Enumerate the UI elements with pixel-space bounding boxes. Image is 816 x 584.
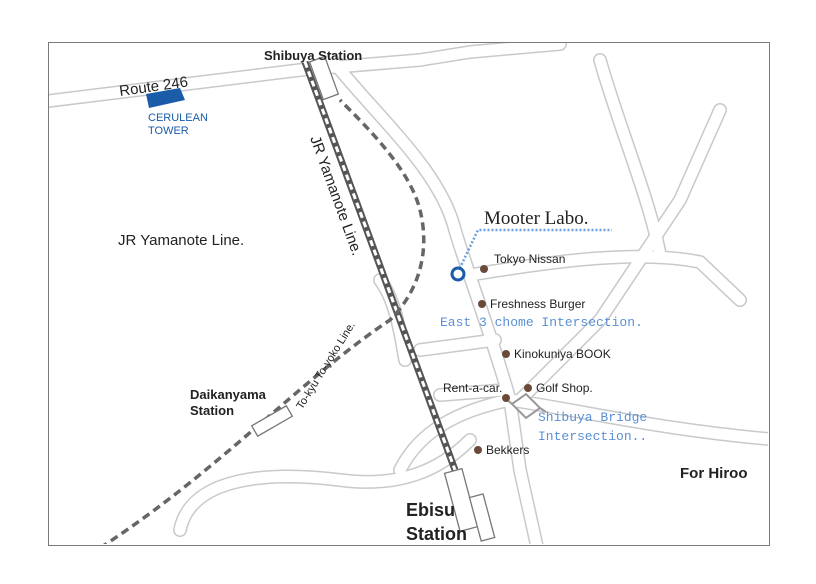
- poi-dot-rent-a-car: [502, 394, 510, 402]
- poi-dot-freshness-burger: [478, 300, 486, 308]
- poi-bekkers: Bekkers: [486, 443, 529, 457]
- poi-dot-tokyo-nissan: [480, 265, 488, 273]
- roads: [49, 43, 768, 544]
- poi-dot-kinokuniya: [502, 350, 510, 358]
- for-hiroo-label: For Hiroo: [680, 465, 748, 482]
- station-platforms: [250, 55, 496, 542]
- shibuya-station-label: Shibuya Station: [264, 48, 362, 63]
- tokyu-toyoko-line: [102, 98, 426, 544]
- area-label: JR Yamanote Line.: [118, 232, 244, 249]
- jr-yamanote-rail: [301, 60, 459, 472]
- poi-dots: [474, 265, 532, 454]
- ebisu-station-label-2: Station: [406, 524, 467, 544]
- ebisu-platform-2: [468, 493, 496, 542]
- poi-golf-shop: Golf Shop.: [536, 381, 593, 395]
- tokyu-toyoko-label: To-kyu To-yoko Line.: [294, 320, 358, 412]
- poi-dot-bekkers: [474, 446, 482, 454]
- poi-dot-golf-shop: [524, 384, 532, 392]
- shibuya-bridge-label-1: Shibuya Bridge: [538, 410, 647, 425]
- east-3-chome-intersection-label: East 3 chome Intersection.: [440, 315, 643, 330]
- poi-kinokuniya: Kinokuniya BOOK: [514, 347, 611, 361]
- daikanyama-station-label-2: Station: [190, 403, 234, 418]
- poi-freshness-burger: Freshness Burger: [490, 297, 585, 311]
- ebisu-station-label-1: Ebisu: [406, 500, 455, 520]
- mooter-labo-label[interactable]: Mooter Labo.: [484, 208, 588, 229]
- shibuya-bridge-label-2: Intersection..: [538, 429, 647, 444]
- daikanyama-platform: [250, 404, 294, 438]
- daikanyama-station-label-1: Daikanyama: [190, 387, 267, 402]
- poi-tokyo-nissan: Tokyo Nissan: [494, 252, 565, 266]
- cerulean-tower-label-2: TOWER: [148, 125, 189, 137]
- shibuya-platform: [308, 55, 340, 101]
- poi-rent-a-car: Rent-a-car.: [443, 381, 502, 395]
- cerulean-tower-label-1: CERULEAN: [148, 112, 208, 124]
- cerulean-tower-building: [146, 88, 185, 108]
- mooter-labo-marker-icon[interactable]: [450, 266, 466, 282]
